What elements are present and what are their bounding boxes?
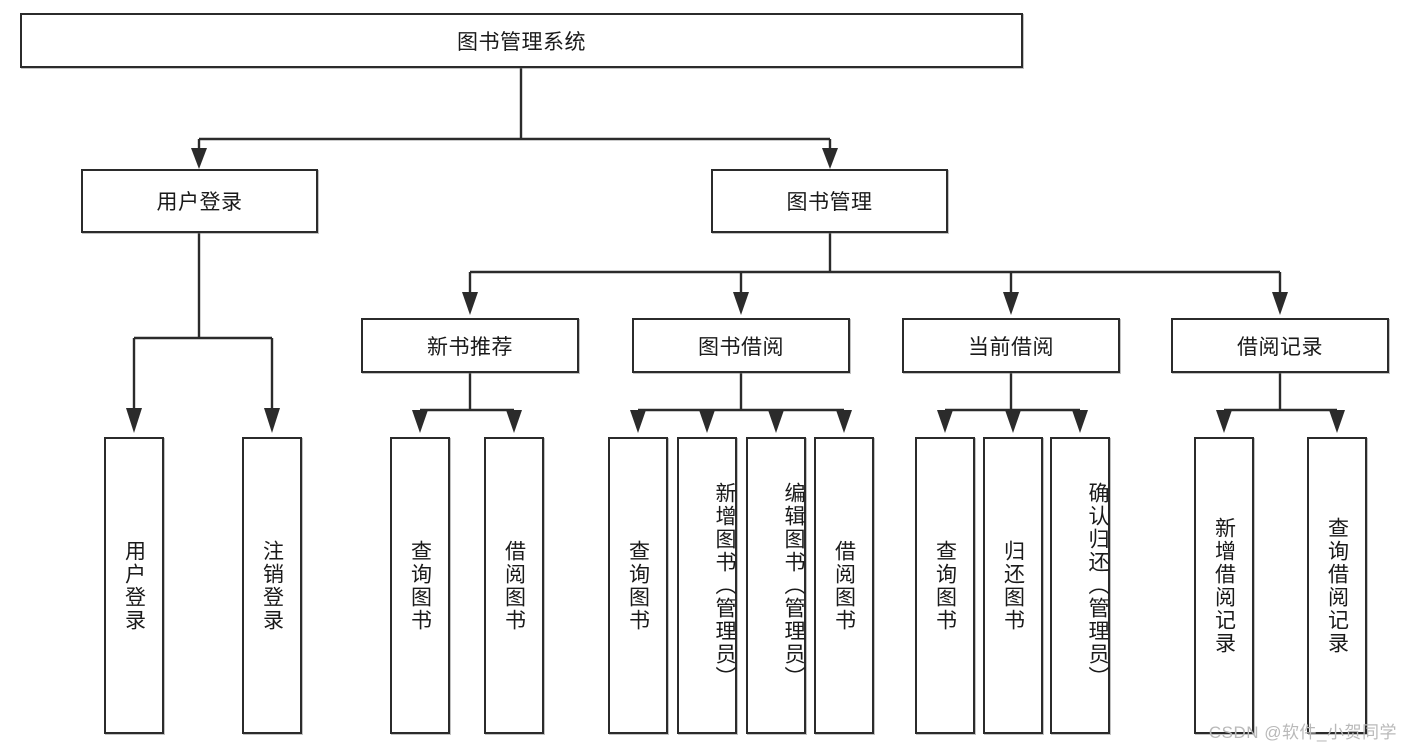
node-borrow-records[interactable]: 借阅记录 bbox=[1171, 318, 1389, 373]
arrowhead-nb-l1 bbox=[412, 410, 428, 433]
leaf-return-book[interactable]: 归还图书 bbox=[983, 437, 1043, 734]
arrowhead-nb-l2 bbox=[506, 410, 522, 433]
arrowhead-cu-l1 bbox=[937, 410, 953, 433]
leaf-logout-label: 注销登录 bbox=[260, 539, 284, 632]
arrowhead-re-l1 bbox=[1216, 410, 1232, 433]
leaf-query-books-new[interactable]: 查询图书 bbox=[390, 437, 450, 734]
leaf-borrow-book-label: 借阅图书 bbox=[832, 539, 856, 632]
leaf-query-borrow-record-label: 查询借阅记录 bbox=[1325, 516, 1349, 655]
node-root[interactable]: 图书管理系统 bbox=[20, 13, 1023, 68]
leaf-query-books-borrow-label: 查询图书 bbox=[626, 539, 650, 632]
node-root-label: 图书管理系统 bbox=[457, 30, 586, 54]
arrowhead-bookmgmt bbox=[822, 148, 838, 169]
leaf-query-books-borrow[interactable]: 查询图书 bbox=[608, 437, 668, 734]
leaf-query-books-current[interactable]: 查询图书 bbox=[915, 437, 975, 734]
node-user-login-label: 用户登录 bbox=[156, 191, 243, 214]
arrowhead-re-l2 bbox=[1329, 410, 1345, 433]
arrowhead-cu-l2 bbox=[1005, 410, 1021, 433]
arrowhead-login-leaf2 bbox=[264, 408, 280, 433]
leaf-borrow-books-new-label: 借阅图书 bbox=[502, 539, 526, 632]
leaf-user-login-label: 用户登录 bbox=[122, 539, 146, 632]
leaf-logout[interactable]: 注销登录 bbox=[242, 437, 302, 734]
node-new-book-recommend[interactable]: 新书推荐 bbox=[361, 318, 579, 373]
leaf-add-borrow-record-label: 新增借阅记录 bbox=[1212, 516, 1236, 655]
leaf-query-books-current-label: 查询图书 bbox=[933, 539, 957, 632]
arrowhead-bo-l3 bbox=[768, 410, 784, 433]
node-current-borrow-label: 当前借阅 bbox=[968, 335, 1054, 359]
arrowhead-newbooks bbox=[462, 292, 478, 315]
arrowhead-cu-l3 bbox=[1072, 410, 1088, 433]
leaf-return-book-label: 归还图书 bbox=[1001, 539, 1025, 632]
arrowhead-login-leaf1 bbox=[126, 408, 142, 433]
node-book-borrow-label: 图书借阅 bbox=[698, 335, 784, 359]
node-book-management-label: 图书管理 bbox=[786, 191, 873, 214]
leaf-edit-book-admin[interactable]: 编辑图书（管理员） bbox=[746, 437, 806, 734]
leaf-query-borrow-record[interactable]: 查询借阅记录 bbox=[1307, 437, 1367, 734]
leaf-user-login[interactable]: 用户登录 bbox=[104, 437, 164, 734]
node-borrow-records-label: 借阅记录 bbox=[1237, 335, 1323, 359]
node-book-management[interactable]: 图书管理 bbox=[711, 169, 948, 233]
leaf-add-borrow-record[interactable]: 新增借阅记录 bbox=[1194, 437, 1254, 734]
leaf-borrow-books-new[interactable]: 借阅图书 bbox=[484, 437, 544, 734]
leaf-query-books-new-label: 查询图书 bbox=[408, 539, 432, 632]
leaf-edit-book-admin-label: 编辑图书（管理员） bbox=[782, 482, 805, 689]
arrowhead-bo-l2 bbox=[699, 410, 715, 433]
leaf-add-book-admin-label: 新增图书（管理员） bbox=[713, 482, 736, 689]
node-new-book-recommend-label: 新书推荐 bbox=[427, 335, 513, 359]
arrowhead-current bbox=[1003, 292, 1019, 315]
node-current-borrow[interactable]: 当前借阅 bbox=[902, 318, 1120, 373]
arrowhead-borrow bbox=[733, 292, 749, 315]
leaf-confirm-return-admin-label: 确认归还（管理员） bbox=[1086, 482, 1109, 689]
node-book-borrow[interactable]: 图书借阅 bbox=[632, 318, 850, 373]
node-user-login[interactable]: 用户登录 bbox=[81, 169, 318, 233]
leaf-add-book-admin[interactable]: 新增图书（管理员） bbox=[677, 437, 737, 734]
leaf-borrow-book[interactable]: 借阅图书 bbox=[814, 437, 874, 734]
arrowhead-bo-l4 bbox=[836, 410, 852, 433]
arrowhead-records bbox=[1272, 292, 1288, 315]
watermark-text: CSDN @软件_小贺同学 bbox=[1208, 723, 1397, 742]
arrowhead-login bbox=[191, 148, 207, 169]
leaf-confirm-return-admin[interactable]: 确认归还（管理员） bbox=[1050, 437, 1110, 734]
arrowhead-bo-l1 bbox=[630, 410, 646, 433]
